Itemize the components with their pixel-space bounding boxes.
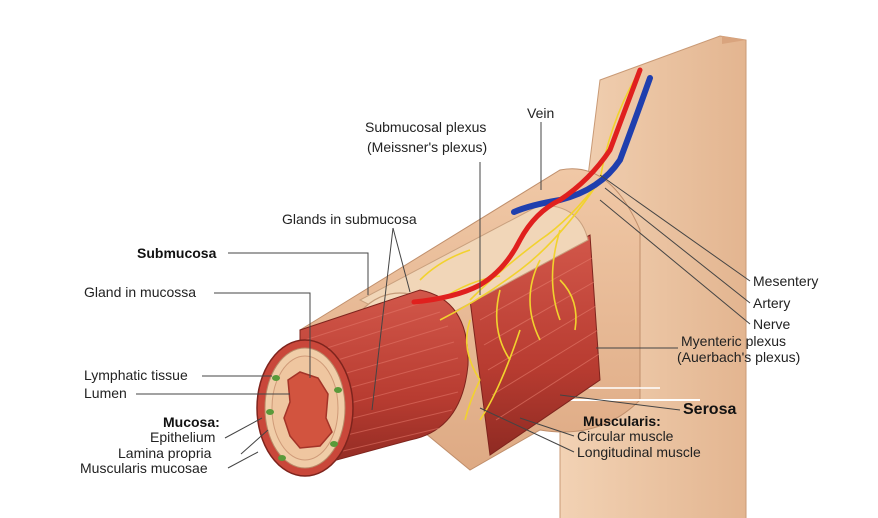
label-serosa: Serosa	[683, 401, 736, 418]
label-glands-in-submucosa: Glands in submucosa	[282, 211, 417, 227]
labels: Vein Submucosal plexus (Meissner's plexu…	[80, 105, 818, 476]
lymphatic-nodule	[266, 409, 274, 415]
leader-lines	[136, 122, 751, 469]
artery-vessel	[411, 67, 643, 305]
label-submucosal-plexus-line1: Submucosal plexus	[365, 119, 486, 135]
label-myenteric-plexus-line2: (Auerbach's plexus)	[677, 349, 800, 365]
lymphatic-nodule	[334, 387, 342, 393]
vein-vessel	[511, 75, 653, 215]
label-epithelium: Epithelium	[150, 429, 215, 445]
label-lymphatic-tissue: Lymphatic tissue	[84, 367, 188, 383]
label-lamina-propria: Lamina propria	[118, 445, 212, 461]
lymphatic-nodule	[330, 441, 338, 447]
lymphatic-nodule	[278, 455, 286, 461]
lymphatic-nodule	[272, 375, 280, 381]
label-mucosa: Mucosa:	[163, 414, 220, 430]
label-submucosal-plexus-line2: (Meissner's plexus)	[367, 139, 487, 155]
nerve-network	[419, 69, 641, 421]
label-lumen: Lumen	[84, 385, 127, 401]
label-gland-in-mucosa: Gland in mucossa	[84, 284, 196, 300]
label-artery: Artery	[753, 295, 790, 311]
lumen-shape	[283, 371, 333, 449]
label-submucosa: Submucosa	[137, 245, 217, 261]
label-circular-muscle: Circular muscle	[577, 428, 674, 444]
label-muscularis: Muscularis:	[583, 413, 661, 429]
cross-section	[256, 339, 354, 477]
label-nerve: Nerve	[753, 316, 791, 332]
label-longitudinal-muscle: Longitudinal muscle	[577, 444, 701, 460]
label-muscularis-mucosae: Muscularis mucosae	[80, 460, 208, 476]
label-myenteric-plexus-line1: Myenteric plexus	[681, 333, 786, 349]
label-mesentery: Mesentery	[753, 273, 818, 289]
label-vein: Vein	[527, 105, 554, 121]
